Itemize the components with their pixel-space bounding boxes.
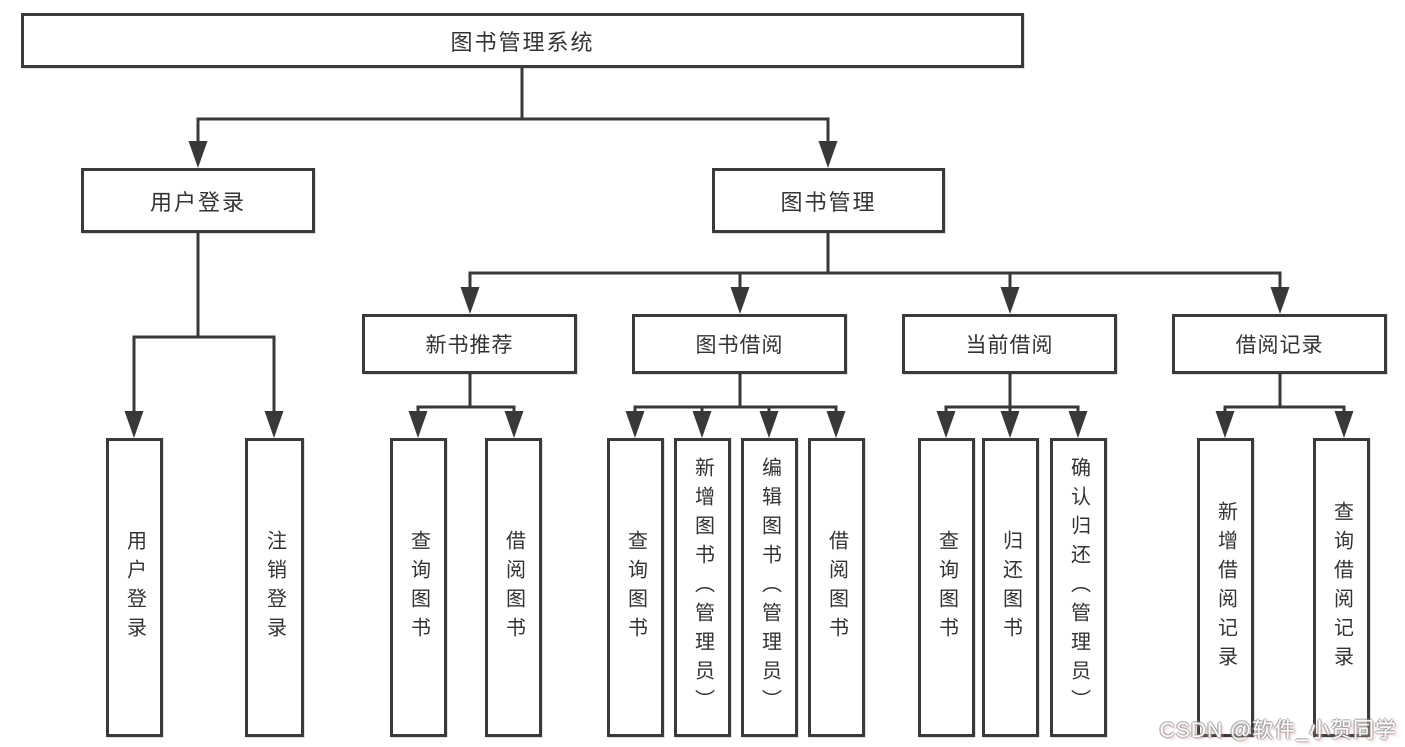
root-label: 图书管理系统 [450,29,595,55]
leaf-query-books-2: 查询图书 [607,438,664,737]
leaf-confirm-return-admin-label: 确认归还（管理员） [1067,457,1090,718]
user-login-label: 用户登录 [149,189,246,215]
leaf-return-books: 归还图书 [982,438,1039,737]
current-borrowing-label: 当前借阅 [965,334,1054,357]
leaf-add-books-admin: 新增图书（管理员） [674,438,731,737]
node-user-login: 用户登录 [81,168,315,233]
node-borrowing-records: 借阅记录 [1172,314,1387,374]
leaf-logout-label: 注销登录 [263,529,286,646]
leaf-query-books-1: 查询图书 [390,438,447,737]
node-current-borrowing: 当前借阅 [902,314,1117,374]
leaf-query-books-3: 查询图书 [918,438,975,737]
node-book-management: 图书管理 [712,168,945,233]
leaf-query-borrow-record: 查询借阅记录 [1313,438,1370,737]
node-book-borrowing: 图书借阅 [632,314,847,374]
leaf-query-borrow-record-label: 查询借阅记录 [1330,500,1353,675]
leaf-edit-books-admin: 编辑图书（管理员） [741,438,798,737]
node-new-book-recommend: 新书推荐 [362,314,577,374]
leaf-return-books-label: 归还图书 [999,529,1022,646]
leaf-query-books-2-label: 查询图书 [624,529,647,646]
borrowing-records-label: 借阅记录 [1235,334,1324,357]
leaf-add-books-admin-label: 新增图书（管理员） [691,457,714,718]
leaf-user-login-label: 用户登录 [123,529,146,646]
leaf-query-books-1-label: 查询图书 [407,529,430,646]
leaf-borrow-books-1: 借阅图书 [485,438,542,737]
leaf-confirm-return-admin: 确认归还（管理员） [1050,438,1107,737]
leaf-logout: 注销登录 [245,438,304,737]
new-book-recommend-label: 新书推荐 [425,334,514,357]
leaf-add-borrow-record: 新增借阅记录 [1197,438,1254,737]
leaf-edit-books-admin-label: 编辑图书（管理员） [758,457,781,718]
node-root: 图书管理系统 [21,13,1024,68]
book-borrowing-label: 图书借阅 [695,334,784,357]
leaf-add-borrow-record-label: 新增借阅记录 [1214,500,1237,675]
leaf-borrow-books-2-label: 借阅图书 [825,529,848,646]
leaf-user-login: 用户登录 [106,438,163,737]
leaf-borrow-books-2: 借阅图书 [808,438,865,737]
book-management-label: 图书管理 [780,189,877,215]
leaf-borrow-books-1-label: 借阅图书 [502,529,525,646]
leaf-query-books-3-label: 查询图书 [935,529,958,646]
